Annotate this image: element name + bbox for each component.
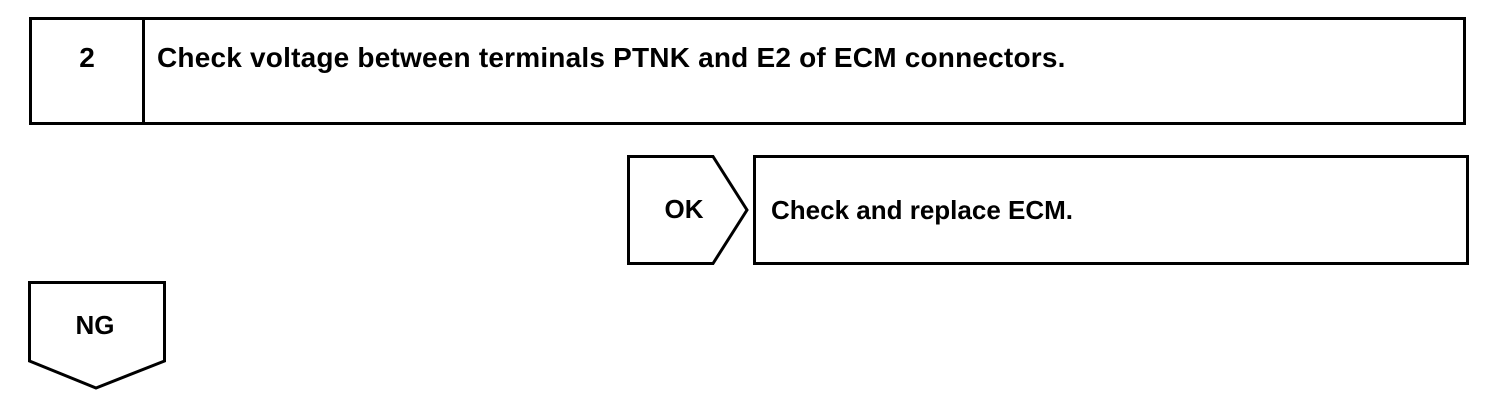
ok-action-text: Check and replace ECM.	[771, 195, 1073, 225]
step-box: 2 Check voltage between terminals PTNK a…	[29, 17, 1466, 125]
step-title: Check voltage between terminals PTNK and…	[157, 42, 1066, 73]
ok-label: OK	[664, 194, 704, 224]
ok-action-box: Check and replace ECM.	[753, 155, 1469, 265]
ng-arrow-shape	[28, 281, 166, 390]
step-number: 2	[32, 20, 145, 122]
ok-arrow-shape	[627, 155, 749, 265]
ng-label: NG	[75, 310, 115, 340]
